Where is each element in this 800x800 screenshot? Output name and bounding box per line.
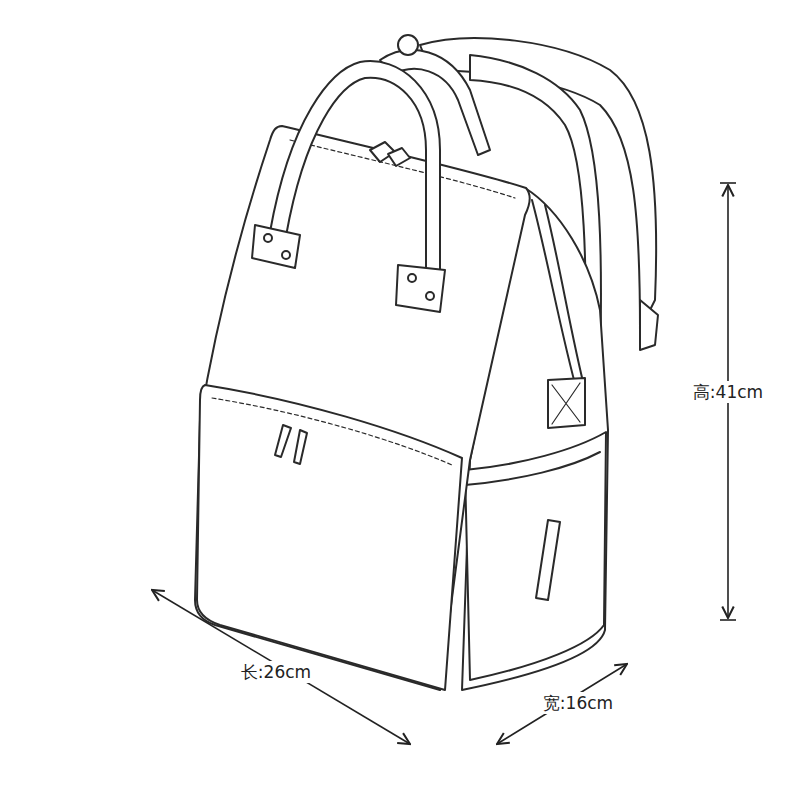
dimension-label: 高:41cm <box>690 381 766 403</box>
dimension-label: 长:26cm <box>238 661 314 683</box>
dimension-label: 宽:16cm <box>540 692 616 714</box>
